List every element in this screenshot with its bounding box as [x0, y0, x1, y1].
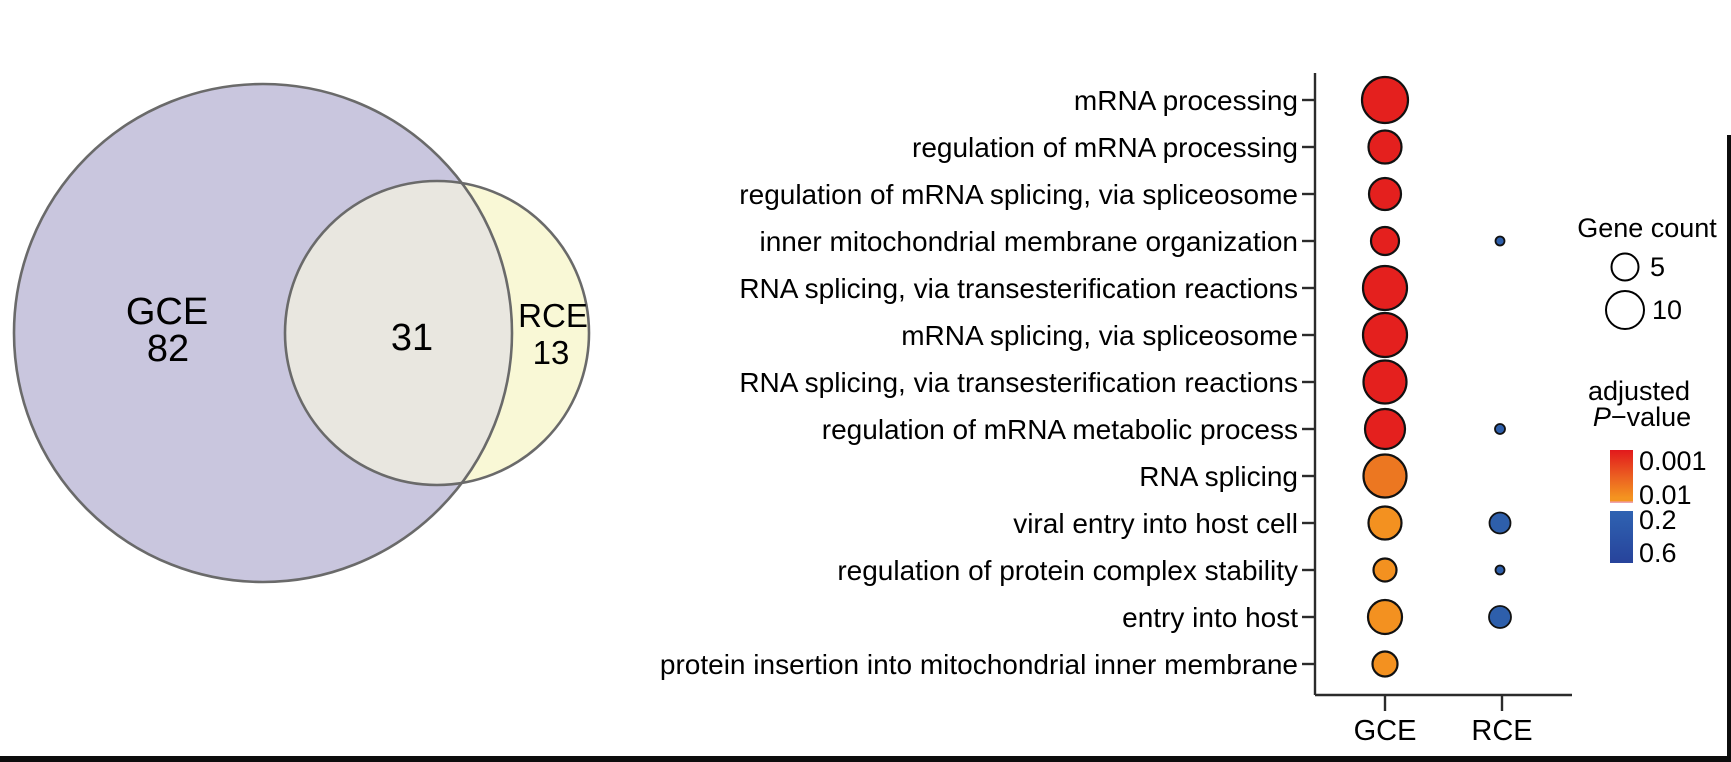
gene-count-title: Gene count [1577, 213, 1717, 243]
pvalue-label-02: 0.2 [1639, 505, 1677, 535]
gce-dot [1361, 264, 1409, 312]
frame [0, 135, 1731, 762]
gce-dot [1366, 598, 1404, 636]
pvalue-title-line1: adjusted [1588, 376, 1690, 406]
go-term-label: RNA splicing, via transesterification re… [739, 273, 1298, 304]
gce-dot [1363, 407, 1407, 451]
venn-overlap-count: 31 [391, 317, 433, 359]
frame-bottom-bar [0, 756, 1731, 762]
go-term-label: RNA splicing [1139, 461, 1298, 492]
dot-plot-rows: mRNA processing regulation of mRNA proces… [660, 75, 1512, 680]
gce-dot [1367, 505, 1403, 541]
x-axis-label-rce: RCE [1471, 715, 1532, 747]
go-term-label: entry into host [1122, 602, 1298, 633]
gce-dot [1367, 176, 1403, 212]
gene-count-label-10: 10 [1652, 295, 1682, 325]
go-term-label: regulation of mRNA splicing, via spliceo… [739, 179, 1298, 210]
go-term-label: inner mitochondrial membrane organizatio… [759, 226, 1298, 257]
gce-dot [1371, 650, 1399, 678]
go-dot-plot: mRNA processing regulation of mRNA proces… [660, 73, 1572, 747]
pvalue-title-line2: P−value [1593, 402, 1691, 432]
x-axis-label-gce: GCE [1354, 715, 1417, 747]
venn-rce-count: 13 [533, 334, 570, 371]
gene-count-circle-5 [1610, 252, 1640, 282]
go-term-label: regulation of mRNA metabolic process [822, 414, 1298, 445]
go-term-label: protein insertion into mitochondrial inn… [660, 649, 1298, 680]
gce-dot [1361, 311, 1409, 359]
gce-dot [1372, 557, 1398, 583]
gce-dot [1362, 453, 1408, 499]
pvalue-title-italic-p: P [1593, 402, 1611, 432]
rce-dot [1494, 423, 1506, 435]
gene-count-circle-10 [1605, 290, 1645, 330]
rce-dot [1488, 511, 1512, 535]
gene-count-label-5: 5 [1650, 252, 1665, 282]
go-term-label: regulation of protein complex stability [837, 555, 1298, 586]
rce-dot [1488, 605, 1512, 629]
pvalue-title-suffix: −value [1611, 402, 1691, 432]
venn-overlap-region [285, 181, 512, 485]
frame-right-bar [1727, 135, 1731, 762]
venn-gce-outline [12, 82, 514, 584]
go-term-label: regulation of mRNA processing [912, 132, 1298, 163]
pvalue-label-0001: 0.001 [1639, 446, 1707, 476]
venn-diagram: GCE 82 31 RCE 13 [12, 82, 591, 584]
gce-dot [1360, 75, 1410, 125]
pvalue-label-06: 0.6 [1639, 538, 1677, 568]
venn-gce-label: GCE [126, 291, 208, 333]
gce-dot [1367, 129, 1403, 165]
pvalue-colorbar-red [1610, 450, 1633, 503]
venn-rce-label: RCE [518, 297, 588, 334]
go-term-label: RNA splicing, via transesterification re… [739, 367, 1298, 398]
pvalue-label-001: 0.01 [1639, 480, 1692, 510]
gene-count-legend: Gene count 5 10 [1577, 213, 1717, 330]
gce-dot [1362, 359, 1408, 405]
go-term-label: mRNA splicing, via spliceosome [901, 320, 1298, 351]
rce-dot [1494, 235, 1506, 247]
venn-gce-count: 82 [147, 328, 189, 370]
venn-rce-outline [283, 179, 591, 487]
gce-dot [1369, 225, 1401, 257]
pvalue-legend: adjusted P−value 0.001 0.01 0.2 0.6 [1588, 376, 1707, 568]
pvalue-colorbar-blue [1610, 511, 1633, 563]
rce-dot [1494, 564, 1506, 576]
go-term-label: viral entry into host cell [1013, 508, 1298, 539]
go-term-label: mRNA processing [1074, 85, 1298, 116]
